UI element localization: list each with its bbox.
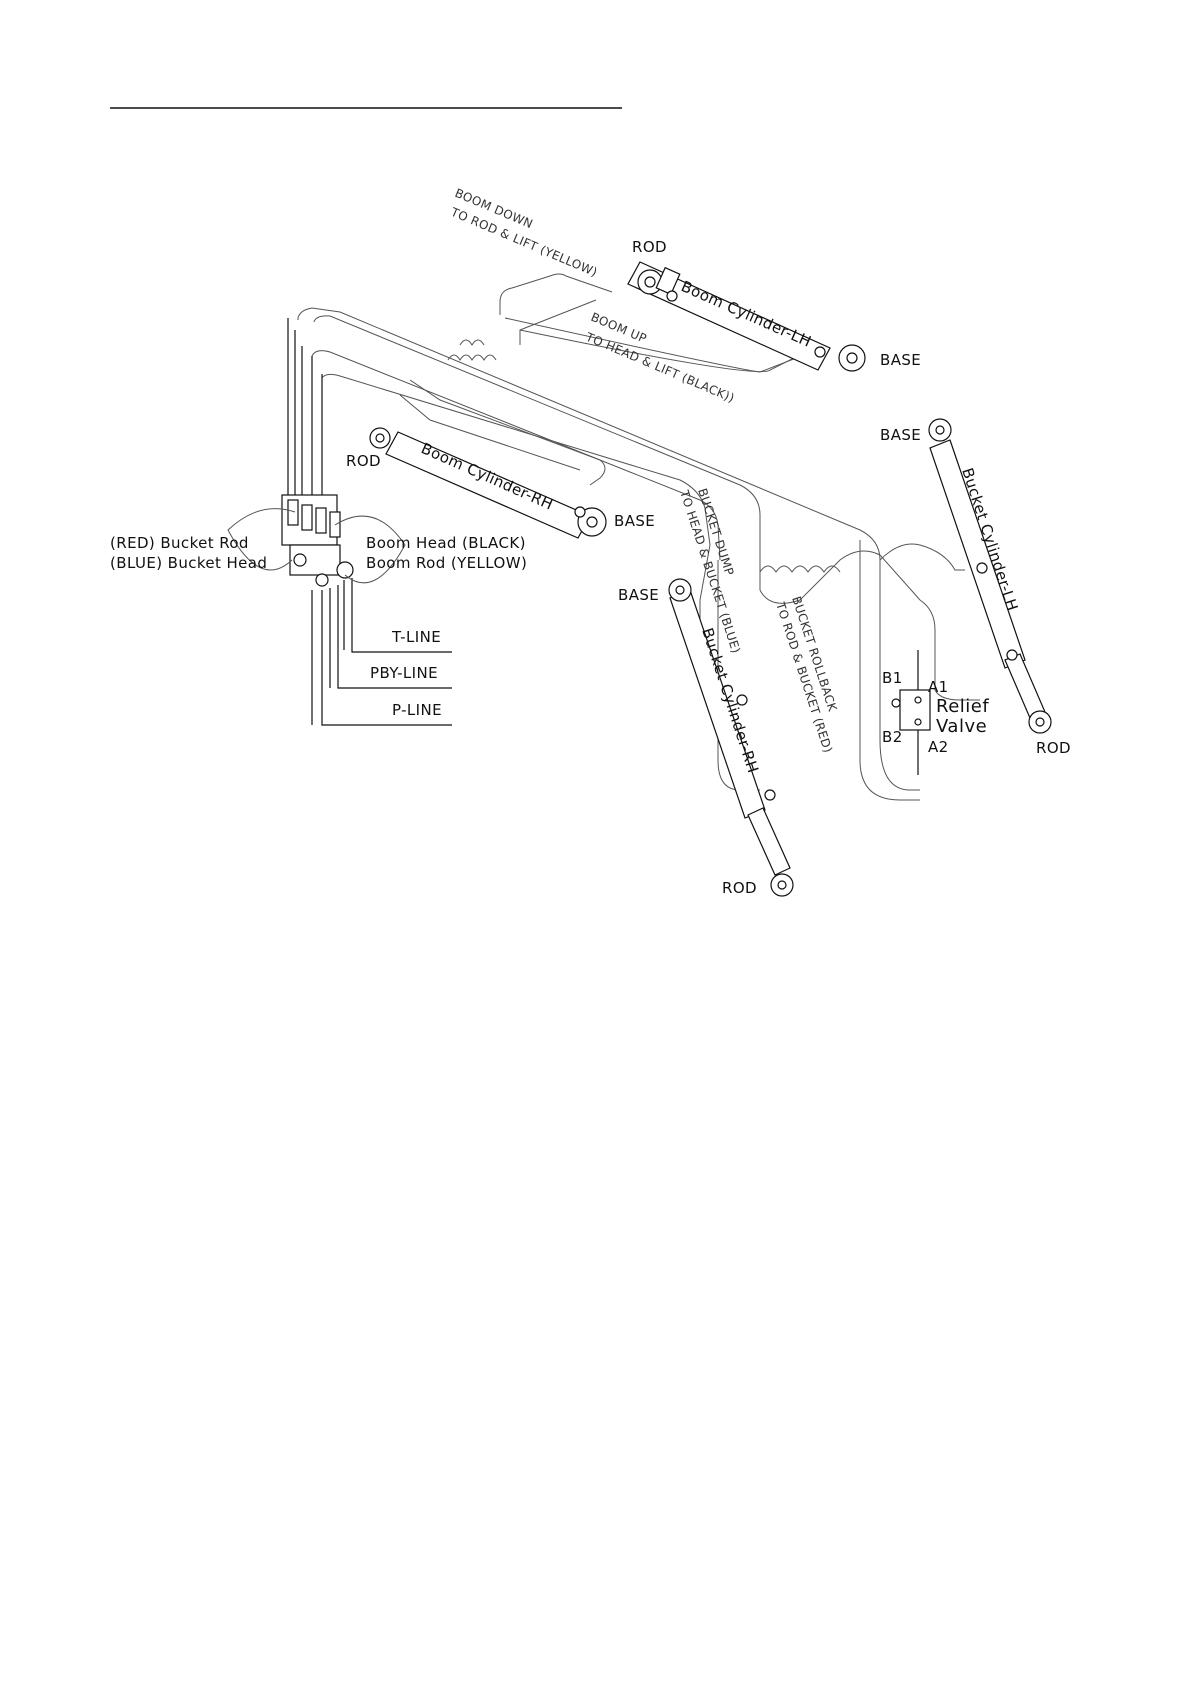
bucket-rh-base-label: BASE: [618, 586, 659, 604]
control-valve-manifold: [227, 318, 452, 726]
bucket-rh-rod-label: ROD: [722, 879, 757, 897]
bucket-cylinder-lh: [928, 418, 1052, 734]
relief-a2-label: A2: [928, 738, 949, 756]
relief-b2-label: B2: [882, 728, 903, 746]
boom-cylinder-lh: [627, 261, 866, 372]
port-bucket-rod-label: (RED) Bucket Rod: [110, 534, 249, 552]
pby-line-label: PBY-LINE: [370, 664, 438, 682]
relief-b1-label: B1: [882, 669, 903, 687]
boom-lh-base-label: BASE: [880, 351, 921, 369]
relief-valve: [891, 650, 931, 775]
p-line-label: P-LINE: [392, 701, 442, 719]
port-bucket-head-label: (BLUE) Bucket Head: [110, 554, 267, 572]
bucket-lh-base-label: BASE: [880, 426, 921, 444]
bucket-lh-rod-label: ROD: [1036, 739, 1071, 757]
relief-a1-label: A1: [928, 678, 949, 696]
relief-valve-name-2: Valve: [936, 716, 987, 737]
boom-rh-base-label: BASE: [614, 512, 655, 530]
hose-routing: [297, 273, 980, 801]
relief-valve-name-1: Relief: [936, 696, 989, 717]
boom-lh-rod-label: ROD: [632, 238, 667, 256]
boom-cylinder-rh: [369, 427, 607, 539]
t-line-label: T-LINE: [391, 628, 441, 646]
bucket-cylinder-rh: [668, 578, 794, 897]
hose-boom-up-line2: TO HEAD & LIFT (BLACK)): [583, 329, 737, 405]
port-boom-rod-label: Boom Rod (YELLOW): [366, 554, 527, 572]
boom-rh-rod-label: ROD: [346, 452, 381, 470]
port-boom-head-label: Boom Head (BLACK): [366, 534, 526, 552]
